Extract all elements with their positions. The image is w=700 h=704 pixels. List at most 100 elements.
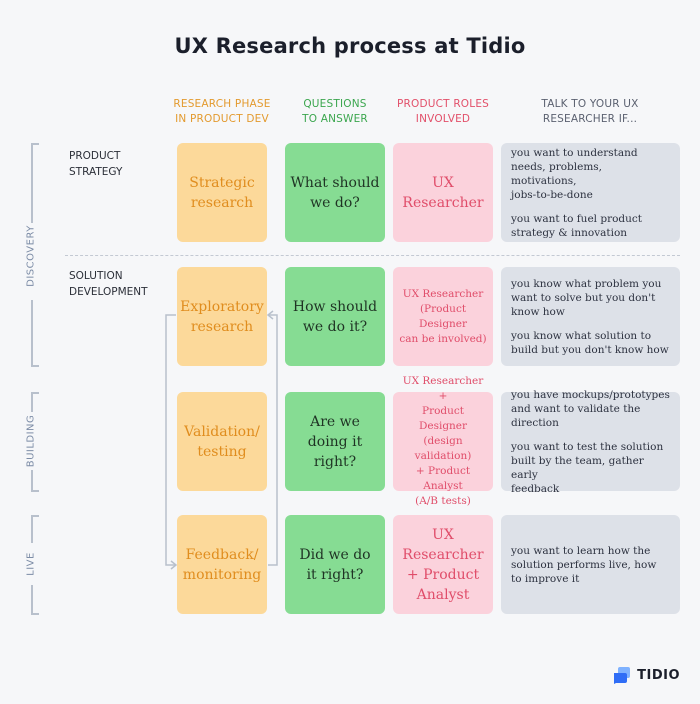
talk-line: built by the team, gather early	[511, 454, 644, 481]
talk-line: want to solve but you don't	[511, 291, 656, 304]
card-line: UX	[432, 174, 454, 191]
question-card-what-should-we-do: What should we do?	[285, 143, 385, 242]
header-line: TO ANSWER	[302, 113, 368, 125]
card-line: doing it	[307, 433, 363, 450]
row-label-line: DEVELOPMENT	[69, 286, 148, 298]
header-line: RESEARCHER IF...	[542, 113, 638, 125]
card-line: research	[190, 318, 254, 335]
talk-line: you know what solution to	[511, 329, 652, 342]
card-line: right?	[313, 453, 357, 470]
talk-line: solution performs live, how	[511, 558, 657, 571]
tidio-logo: TIDIO	[613, 666, 680, 684]
header-line: TALK TO YOUR UX	[541, 98, 639, 110]
discovery-bracket-line	[31, 300, 33, 366]
question-card-are-we-doing-it-right: Are we doing it right?	[285, 392, 385, 491]
question-card-did-we-do-it-right: Did we do it right?	[285, 515, 385, 614]
card-line: Did we do	[299, 546, 371, 563]
card-line: How should	[292, 298, 378, 315]
talk-line: know how	[511, 305, 565, 318]
talk-line: needs, problems, motivations,	[511, 160, 603, 187]
card-line: What should	[290, 174, 380, 191]
row-label-line: SOLUTION	[69, 270, 123, 282]
phase-card-feedback-monitoring: Feedback/monitoring	[177, 515, 267, 614]
card-line: it right?	[306, 566, 364, 583]
talk-line: you want to understand	[511, 146, 638, 159]
row-label-line: STRATEGY	[69, 166, 123, 178]
stage-text: LIVE	[25, 552, 37, 576]
talk-line: and want to validate the direction	[511, 402, 641, 429]
card-line: Strategic	[189, 174, 255, 191]
roles-card-validation: UX Researcher + Product Designer (design v…	[393, 375, 493, 507]
roles-card-exploratory: UX Researcher (Product Designer can be inv…	[393, 267, 493, 366]
card-line: + Product Analyst	[415, 465, 471, 492]
talk-line: you have mockups/prototypes	[511, 388, 670, 401]
header-line: RESEARCH PHASE	[173, 98, 271, 110]
building-bracket-line	[31, 392, 39, 394]
card-line: research	[190, 194, 254, 211]
phase-card-exploratory-research: Exploratory research	[177, 267, 267, 366]
card-line: UX	[432, 526, 454, 543]
card-line: Researcher	[402, 194, 484, 211]
row-label-line: PRODUCT	[69, 150, 121, 162]
left-loop-arrow	[165, 314, 176, 566]
stage-text: BUILDING	[25, 414, 37, 468]
card-line: (Product Designer	[418, 302, 468, 330]
talk-line: strategy & innovation	[511, 226, 628, 239]
talk-line: you want to fuel product	[511, 212, 643, 225]
talk-line: feedback	[511, 482, 560, 495]
phase-card-validation-testing: Validation/testing	[177, 392, 267, 491]
card-line: Product Designer	[418, 405, 468, 432]
row-label-product-strategy: PRODUCT STRATEGY	[69, 148, 122, 180]
live-bracket-line	[31, 585, 33, 614]
brand-name: TIDIO	[637, 667, 680, 683]
discovery-bracket-line	[31, 365, 39, 367]
page-title: UX Research process at Tidio	[174, 34, 526, 58]
building-bracket-line	[31, 470, 33, 491]
header-line: IN PRODUCT DEV	[175, 113, 269, 125]
card-line: Analyst	[416, 586, 470, 603]
section-divider	[65, 255, 680, 256]
card-line: Are we	[310, 413, 360, 430]
header-questions: QUESTIONS TO ANSWER	[283, 97, 387, 127]
card-line: we do?	[310, 194, 360, 211]
card-line: can be involved)	[399, 332, 487, 345]
card-line: monitoring	[182, 566, 262, 583]
card-line: testing	[197, 443, 247, 460]
row-label-solution-development: SOLUTION DEVELOPMENT	[69, 268, 148, 300]
card-line: (design validation)	[414, 435, 472, 462]
building-bracket-line	[31, 490, 39, 492]
card-line: Validation/	[184, 423, 260, 440]
card-line: Feedback/	[185, 546, 259, 563]
right-loop-arrow	[268, 314, 278, 566]
discovery-bracket-line	[31, 143, 39, 145]
header-product-roles: PRODUCT ROLES INVOLVED	[390, 97, 496, 127]
card-line: Researcher	[402, 546, 484, 563]
card-line: (A/B tests)	[415, 495, 471, 507]
talk-line: to improve it	[511, 572, 580, 585]
talk-line: jobs-to-be-done	[511, 188, 593, 201]
card-line: UX Researcher	[402, 287, 484, 300]
header-line: INVOLVED	[415, 113, 471, 125]
right-arrow-head	[266, 310, 274, 320]
card-line: Exploratory	[180, 298, 264, 315]
phase-card-strategic-research: Strategic research	[177, 143, 267, 242]
live-bracket-line	[31, 515, 39, 517]
live-bracket-line	[31, 613, 39, 615]
header-line: PRODUCT ROLES	[396, 98, 490, 110]
card-line: UX Researcher +	[402, 375, 484, 402]
live-bracket-line	[31, 515, 33, 543]
header-talk-to-researcher: TALK TO YOUR UX RESEARCHER IF...	[500, 97, 680, 127]
building-bracket-line	[31, 392, 33, 412]
